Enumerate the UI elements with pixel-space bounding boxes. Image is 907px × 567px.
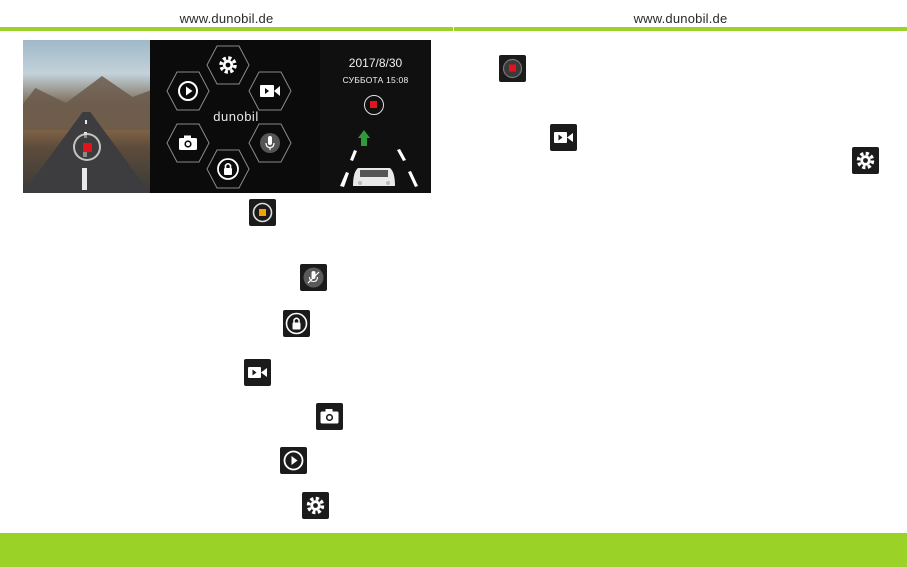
main-menu: dunobil [150,40,320,193]
left-page: www.dunobil.de [0,0,453,567]
mic-off-icon[interactable] [300,264,327,291]
stop-icon [370,101,377,108]
video-camera-icon [260,85,280,97]
stop-button[interactable] [364,95,384,115]
lane-mark [85,120,87,124]
gear-icon [219,56,237,74]
day-time-display: СУББОТА 15:08 [342,75,409,85]
menu-lock[interactable] [206,149,250,189]
menu-playback[interactable] [166,71,210,111]
info-panel: 2017/8/30 СУББОТА 15:08 [320,40,431,193]
menu-video[interactable] [248,71,292,111]
play-icon[interactable] [280,447,307,474]
lane-mark [82,168,87,190]
record-button[interactable] [73,133,101,161]
date-display: 2017/8/30 [348,56,403,70]
record-icon [83,143,92,152]
video-camera-icon[interactable] [244,359,271,386]
lock-icon[interactable] [283,310,310,337]
site-url[interactable]: www.dunobil.de [179,11,274,26]
mic-icon [260,133,280,153]
pause-record-icon[interactable] [249,199,276,226]
lane-mark [340,172,349,187]
car-light [386,181,390,185]
adas-graphic [340,130,418,187]
right-page: www.dunobil.de [454,0,907,567]
brand-logo: dunobil [213,109,259,124]
car-window [360,170,388,177]
car-light [358,181,362,185]
menu-microphone[interactable] [248,123,292,163]
camera-icon[interactable] [316,403,343,430]
menu-photo[interactable] [166,123,210,163]
header-rule [454,27,907,31]
lock-icon [217,158,239,180]
camera-view [23,40,150,193]
dashcam-screen: dunobil 2017/8/30 СУББОТА 15:08 [23,40,431,193]
record-icon[interactable] [499,55,526,82]
forward-arrow-icon [358,130,370,146]
camera-icon [179,135,197,150]
play-icon [178,81,198,101]
footer-band [0,533,907,567]
site-url[interactable]: www.dunobil.de [633,11,728,26]
lane-mark [350,150,357,161]
menu-settings[interactable] [206,45,250,85]
lane-mark [408,171,418,187]
lane-mark [397,149,406,161]
video-camera-icon[interactable] [550,124,577,151]
gear-icon[interactable] [852,147,879,174]
gear-icon[interactable] [302,492,329,519]
header-rule [0,27,453,31]
